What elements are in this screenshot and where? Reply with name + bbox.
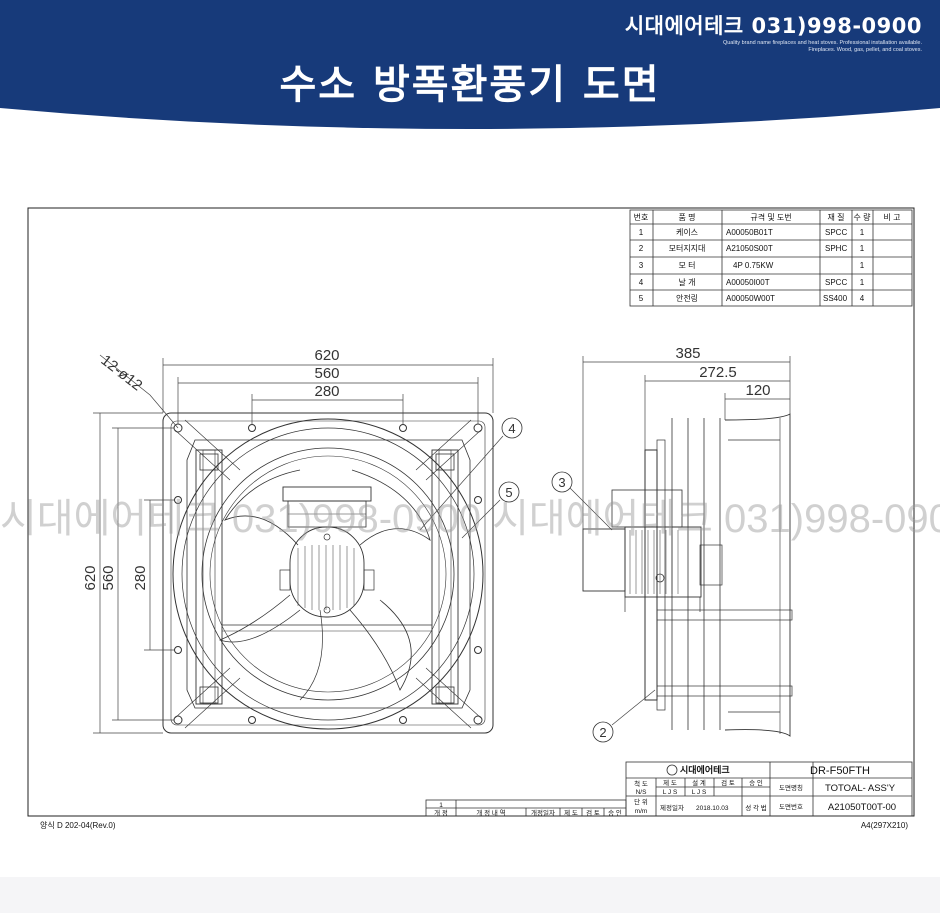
unit-label: 단 위 (634, 797, 648, 806)
parts-cell: 1 (860, 261, 865, 270)
side-view (582, 413, 793, 737)
front-dimension-text: 620 560 280 620 560 280 12-ø12 (82, 347, 340, 591)
parts-cell: 날 개 (679, 277, 696, 287)
callout-2: 2 (599, 725, 606, 740)
hole-note: 12-ø12 (98, 352, 146, 395)
parts-cell: 안전링 (676, 293, 698, 303)
scale-value: N/S (636, 789, 648, 796)
title-block-logo-mark (666, 764, 678, 776)
scale-label: 척 도 (634, 780, 648, 788)
parts-header: 번호 (634, 213, 649, 222)
dim-width-560: 560 (314, 365, 339, 382)
side-dimension-lines (569, 356, 791, 726)
drawing-number: A21050T00T-00 (828, 802, 896, 813)
parts-header: 규격 및 도번 (750, 212, 791, 222)
parts-header: 재 질 (828, 213, 845, 222)
designer-initials: L J S (692, 789, 707, 796)
company-tagline: Quality brand name fireplaces and heat s… (722, 40, 922, 53)
parts-cell: SPCC (825, 278, 847, 287)
parts-cell: A00050W00T (726, 294, 775, 303)
parts-cell: 3 (639, 261, 644, 270)
revision-header: 승 인 (608, 808, 622, 817)
parts-cell: 1 (639, 228, 644, 237)
dim-depth-385: 385 (675, 345, 700, 362)
parts-cell: 4 (639, 278, 644, 287)
role-header: 검 토 (721, 779, 735, 787)
dim-depth-120: 120 (745, 382, 770, 399)
front-dimension-lines (93, 354, 504, 734)
dim-width-280: 280 (314, 383, 339, 400)
callout-5: 5 (505, 485, 512, 500)
company-contact: 시대에어테크 031)998-0900 (624, 14, 922, 38)
role-header: 설 계 (692, 778, 706, 787)
parts-header: 수 량 (854, 212, 872, 222)
date-label: 제정일자 (660, 803, 684, 812)
revision-header: 개 정 (434, 808, 448, 817)
footer-band (0, 877, 940, 913)
dim-height-280: 280 (132, 565, 149, 590)
parts-cell: 1 (860, 278, 865, 287)
parts-header: 품 명 (679, 212, 696, 222)
parts-cell: 케이스 (676, 227, 698, 237)
parts-cell: 모터지지대 (669, 244, 706, 253)
revision-header: 제 도 (564, 809, 578, 817)
parts-cell: 5 (639, 294, 644, 303)
company-logo-text: 시대에어테크 (680, 764, 730, 775)
page-title: 수소 방폭환풍기 도면 (279, 62, 661, 108)
revision-header: 개 정 내 역 (476, 808, 505, 817)
form-code: 양식 D 202-04(Rev.0) (40, 821, 116, 830)
revision-number: 1 (439, 802, 443, 809)
revision-header: 개정일자 (531, 808, 555, 817)
title-block (425, 761, 913, 817)
role-header: 승 인 (749, 778, 763, 787)
parts-cell: 4 (860, 294, 865, 303)
callout-3: 3 (558, 475, 565, 490)
parts-cell: SPCC (825, 228, 847, 237)
date-value: 2018.10.03 (696, 805, 729, 812)
header-banner: 시대에어테크 031)998-0900 Quality brand name f… (0, 0, 940, 140)
parts-table (629, 209, 913, 307)
dim-height-620: 620 (82, 565, 99, 590)
parts-cell: A00050I00T (726, 278, 770, 287)
role-header: 제 도 (663, 779, 677, 787)
drawing-no-label: 도면번호 (779, 802, 803, 811)
drafter-initials: L J S (663, 789, 678, 796)
parts-cell: 1 (860, 244, 865, 253)
side-callouts (551, 471, 614, 743)
drawing-name-label: 도면명칭 (779, 783, 803, 792)
revision-header: 검 토 (586, 809, 600, 817)
front-view (162, 412, 494, 734)
parts-cell: SPHC (825, 244, 847, 253)
dim-depth-272-5: 272.5 (699, 364, 737, 381)
front-callouts (498, 417, 523, 503)
dim-height-560: 560 (100, 565, 117, 590)
parts-cell: A00050B01T (726, 228, 773, 237)
side-dimension-text: 385 272.5 120 (675, 345, 770, 399)
parts-cell: SS400 (823, 294, 848, 303)
unit-value: m/m (635, 808, 648, 815)
drawing-name: TOTOAL- ASS'Y (825, 783, 896, 794)
parts-table-text: 번호 품 명 규격 및 도번 재 질 수 량 비 고 1 케이스 A00050B… (634, 212, 901, 303)
date-suffix: 성 각 법 (745, 803, 767, 812)
callout-4: 4 (508, 421, 515, 436)
paper-size: A4(297X210) (861, 821, 908, 830)
dim-width-620: 620 (314, 347, 339, 364)
parts-cell: 1 (860, 228, 865, 237)
parts-cell: 2 (639, 244, 644, 253)
parts-cell: A21050S00T (726, 244, 773, 253)
technical-drawing: 번호 품 명 규격 및 도번 재 질 수 량 비 고 1 케이스 A00050B… (0, 140, 940, 875)
model-number: DR-F50FTH (810, 765, 870, 777)
parts-header: 비 고 (884, 213, 901, 222)
parts-cell: 4P 0.75KW (733, 261, 774, 270)
parts-cell: 모 터 (679, 261, 696, 270)
